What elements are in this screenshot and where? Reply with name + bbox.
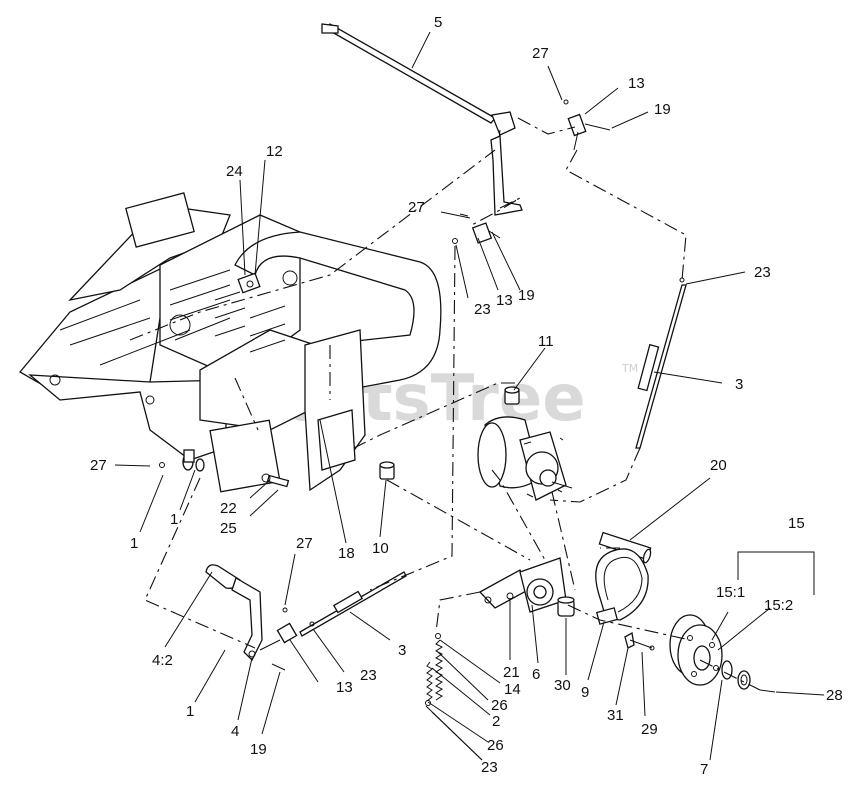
callout-31: 31 (607, 707, 624, 724)
callout-13: 13 (336, 679, 353, 696)
callout-11: 11 (538, 333, 554, 350)
clevis-top (563, 99, 611, 151)
callout-23: 23 (481, 759, 498, 776)
callout-18: 18 (338, 545, 355, 562)
callout-15: 15 (788, 515, 805, 532)
callout-5: 5 (434, 14, 442, 31)
callout-23: 23 (754, 264, 771, 281)
callout-6: 6 (532, 666, 540, 683)
center-link (452, 135, 523, 244)
callout-26: 26 (487, 737, 504, 754)
callout-14: 14 (504, 681, 521, 698)
callout-19: 19 (518, 287, 535, 304)
callout-27: 27 (408, 199, 425, 216)
leader-lines (114, 31, 825, 761)
bolts-left (159, 449, 290, 488)
actuator-motor (477, 416, 573, 501)
callout-28: 28 (826, 687, 843, 704)
bushing-10 (379, 461, 395, 480)
callout-13: 13 (496, 292, 513, 309)
callout-15-2: 15:2 (764, 597, 793, 614)
callout-25: 25 (220, 520, 237, 537)
callout-1: 1 (130, 535, 138, 552)
callout-1: 1 (170, 511, 178, 528)
callout-22: 22 (220, 500, 237, 517)
callout-19: 19 (250, 741, 267, 758)
brake-rod-lower (259, 571, 407, 671)
callout-27: 27 (296, 535, 313, 552)
bushing-11 (504, 386, 520, 405)
callout-4: 4 (231, 723, 239, 740)
callout-27: 27 (532, 45, 549, 62)
callout-1: 1 (186, 703, 194, 720)
callout-23: 23 (474, 301, 491, 318)
callout-2: 2 (492, 713, 500, 730)
brake-rod-right (635, 277, 687, 449)
callout-7: 7 (700, 761, 708, 778)
callout-26: 26 (491, 697, 508, 714)
callout-9: 9 (581, 684, 589, 701)
brake-drum-hub (669, 614, 776, 693)
watermark-trademark: TM (621, 362, 638, 375)
callout-4-2: 4:2 (152, 652, 173, 669)
control-rod (321, 23, 516, 149)
small-hardware (624, 631, 655, 651)
callout-30: 30 (554, 677, 571, 694)
callout-15-1: 15:1 (716, 584, 745, 601)
callout-27: 27 (90, 457, 107, 474)
spacer-30 (557, 596, 575, 617)
callout-labels: 5 27 13 19 24 12 27 23 13 19 23 11 3 27 … (90, 14, 843, 778)
callout-3: 3 (398, 642, 406, 659)
brake-bracket-assembly (478, 557, 567, 613)
callout-23: 23 (360, 667, 377, 684)
callout-12: 12 (266, 143, 283, 160)
callout-20: 20 (710, 457, 727, 474)
callout-13: 13 (628, 75, 645, 92)
frame-assembly (19, 192, 442, 493)
callout-19: 19 (654, 101, 671, 118)
callout-10: 10 (372, 540, 389, 557)
lever-handle (205, 564, 263, 662)
callout-29: 29 (641, 721, 658, 738)
callout-3: 3 (735, 376, 743, 393)
callout-24: 24 (226, 163, 243, 180)
callout-21: 21 (503, 664, 520, 681)
assembly-lines (129, 117, 761, 691)
springs (425, 633, 443, 706)
brake-band (595, 548, 649, 625)
